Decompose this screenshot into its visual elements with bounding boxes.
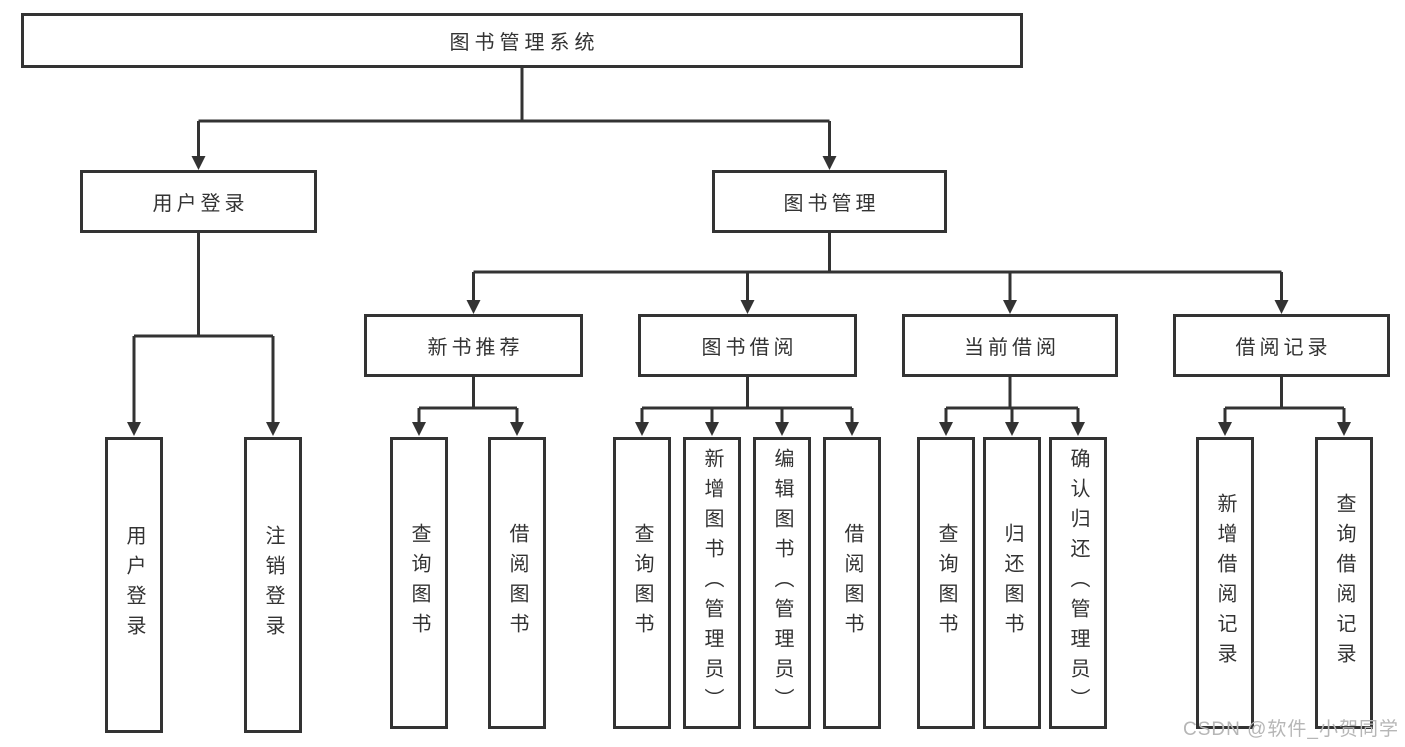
node-book-borrow-label: 图书借阅: [701, 337, 798, 359]
node-current-borrow-label: 当前借阅: [964, 337, 1060, 359]
node-new-book-recommend-label: 新书推荐: [427, 337, 524, 359]
watermark: CSDN @软件_小贺同学: [1183, 719, 1399, 740]
node-user-login-label: 用户登录: [152, 193, 249, 215]
leaf-return-book-label: 归还图书: [1001, 523, 1023, 643]
node-borrow-records: 借阅记录: [1173, 314, 1390, 377]
connector-group: [127, 68, 1351, 436]
node-borrow-records-label: 借阅记录: [1235, 337, 1332, 359]
leaf-edit-book-admin-label: 编辑图书（管理员）: [771, 448, 793, 718]
leaf-borrow-books-label: 借阅图书: [841, 523, 863, 643]
leaf-add-book-admin-label: 新增图书（管理员）: [701, 448, 723, 718]
leaf-search-borrow-record: 查询借阅记录: [1315, 437, 1373, 729]
leaf-logout: 注销登录: [244, 437, 302, 733]
leaf-search-books-borrow-label: 查询图书: [631, 523, 653, 643]
node-user-login: 用户登录: [80, 170, 317, 233]
leaf-logout-label: 注销登录: [262, 525, 284, 645]
leaf-user-login: 用户登录: [105, 437, 163, 733]
leaf-add-borrow-record: 新增借阅记录: [1196, 437, 1254, 729]
leaf-borrow-books-recommend-label: 借阅图书: [506, 523, 528, 643]
leaf-confirm-return-admin-label: 确认归还（管理员）: [1067, 448, 1089, 718]
leaf-borrow-books-recommend: 借阅图书: [488, 437, 546, 729]
leaf-borrow-books: 借阅图书: [823, 437, 881, 729]
node-current-borrow: 当前借阅: [902, 314, 1118, 377]
leaf-search-books-recommend-label: 查询图书: [408, 523, 430, 643]
leaf-search-books-borrow: 查询图书: [613, 437, 671, 729]
leaf-search-books-current-label: 查询图书: [935, 523, 957, 643]
leaf-edit-book-admin: 编辑图书（管理员）: [753, 437, 811, 729]
leaf-confirm-return-admin: 确认归还（管理员）: [1049, 437, 1107, 729]
node-system: 图书管理系统: [21, 13, 1023, 68]
leaf-add-borrow-record-label: 新增借阅记录: [1214, 493, 1236, 673]
node-book-management: 图书管理: [712, 170, 947, 233]
node-new-book-recommend: 新书推荐: [364, 314, 583, 377]
node-book-borrow: 图书借阅: [638, 314, 857, 377]
leaf-add-book-admin: 新增图书（管理员）: [683, 437, 741, 729]
node-system-label: 图书管理系统: [449, 32, 600, 54]
leaf-search-borrow-record-label: 查询借阅记录: [1333, 493, 1355, 673]
leaf-return-book: 归还图书: [983, 437, 1041, 729]
leaf-user-login-label: 用户登录: [123, 525, 145, 645]
leaf-search-books-recommend: 查询图书: [390, 437, 448, 729]
leaf-search-books-current: 查询图书: [917, 437, 975, 729]
node-book-management-label: 图书管理: [783, 193, 880, 215]
